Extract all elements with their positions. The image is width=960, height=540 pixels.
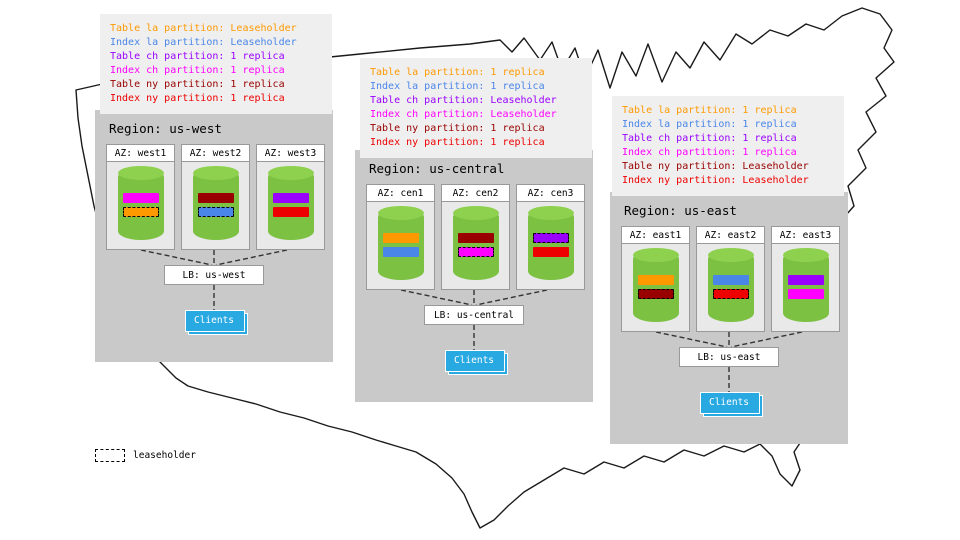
info-line: Table ny partition: Leaseholder bbox=[622, 161, 809, 172]
info-line: Table ch partition: 1 replica bbox=[622, 133, 797, 144]
info-line: Index la partition: 1 replica bbox=[370, 81, 545, 92]
info-line: Table la partition: Leaseholder bbox=[110, 23, 297, 34]
load-balancer: LB: us-west bbox=[164, 265, 264, 285]
info-line: Index ny partition: Leaseholder bbox=[622, 175, 809, 186]
info-line: Table ny partition: 1 replica bbox=[370, 123, 545, 134]
partition-bar-leaseholder bbox=[122, 207, 159, 217]
region-title: Region: us-west bbox=[109, 121, 222, 136]
az-label: AZ: east1 bbox=[622, 227, 689, 244]
partition-bar-leaseholder bbox=[532, 233, 569, 243]
info-line: Index ny partition: 1 replica bbox=[110, 93, 285, 104]
database-cylinder bbox=[267, 166, 314, 240]
partition-bar bbox=[272, 207, 309, 217]
az-row: AZ: cen1 AZ: cen2 bbox=[366, 184, 585, 290]
database-cylinder bbox=[452, 206, 499, 280]
clients-box: Clients bbox=[700, 392, 763, 417]
partition-bar bbox=[382, 233, 419, 243]
partition-bar bbox=[787, 289, 824, 299]
region-title: Region: us-east bbox=[624, 203, 737, 218]
database-cylinder bbox=[527, 206, 574, 280]
partition-bar bbox=[272, 193, 309, 203]
az-box: AZ: cen3 bbox=[516, 184, 585, 290]
az-row: AZ: east1 AZ: east2 bbox=[621, 226, 840, 332]
partition-bar bbox=[532, 247, 569, 257]
info-line: Index ch partition: 1 replica bbox=[110, 65, 285, 76]
az-label: AZ: cen1 bbox=[367, 185, 434, 202]
az-box: AZ: cen2 bbox=[441, 184, 510, 290]
partition-bar bbox=[122, 193, 159, 203]
clients-box: Clients bbox=[445, 350, 508, 375]
partition-bar bbox=[712, 275, 749, 285]
connector-lines bbox=[140, 249, 288, 310]
info-line: Index ch partition: Leaseholder bbox=[370, 109, 557, 120]
load-balancer: LB: us-east bbox=[679, 347, 779, 367]
leaseholder-legend: leaseholder bbox=[95, 449, 196, 462]
connector-lines bbox=[400, 289, 548, 350]
info-line: Index ny partition: 1 replica bbox=[370, 137, 545, 148]
database-cylinder bbox=[632, 248, 679, 322]
leaseholder-swatch-icon bbox=[95, 449, 125, 462]
az-row: AZ: west1 AZ: west2 bbox=[106, 144, 325, 250]
az-label: AZ: west1 bbox=[107, 145, 174, 162]
database-cylinder bbox=[707, 248, 754, 322]
az-box: AZ: east1 bbox=[621, 226, 690, 332]
az-box: AZ: east2 bbox=[696, 226, 765, 332]
partition-bar-leaseholder bbox=[637, 289, 674, 299]
az-label: AZ: east2 bbox=[697, 227, 764, 244]
info-line: Index la partition: Leaseholder bbox=[110, 37, 297, 48]
az-box: AZ: cen1 bbox=[366, 184, 435, 290]
region-panel-us-east: Region: us-east AZ: east1 bbox=[610, 192, 848, 444]
az-label: AZ: west3 bbox=[257, 145, 324, 162]
clients-box: Clients bbox=[185, 310, 248, 335]
partition-bar bbox=[637, 275, 674, 285]
partition-bar-leaseholder bbox=[197, 207, 234, 217]
az-label: AZ: cen2 bbox=[442, 185, 509, 202]
info-line: Table ch partition: Leaseholder bbox=[370, 95, 557, 106]
az-box: AZ: west2 bbox=[181, 144, 250, 250]
partition-bar bbox=[457, 233, 494, 243]
database-cylinder bbox=[117, 166, 164, 240]
az-label: AZ: west2 bbox=[182, 145, 249, 162]
az-label: AZ: east3 bbox=[772, 227, 839, 244]
info-line: Index ch partition: 1 replica bbox=[622, 147, 797, 158]
info-line: Table la partition: 1 replica bbox=[370, 67, 545, 78]
database-cylinder bbox=[782, 248, 829, 322]
info-line: Index la partition: 1 replica bbox=[622, 119, 797, 130]
az-label: AZ: cen3 bbox=[517, 185, 584, 202]
info-line: Table la partition: 1 replica bbox=[622, 105, 797, 116]
partition-bar-leaseholder bbox=[712, 289, 749, 299]
partition-bar bbox=[197, 193, 234, 203]
info-line: Table ny partition: 1 replica bbox=[110, 79, 285, 90]
az-box: AZ: west3 bbox=[256, 144, 325, 250]
region-title: Region: us-central bbox=[369, 161, 505, 176]
az-box: AZ: west1 bbox=[106, 144, 175, 250]
database-cylinder bbox=[377, 206, 424, 280]
partition-info-us-central: Table la partition: 1 replica Index la p… bbox=[360, 58, 592, 158]
partition-info-us-east: Table la partition: 1 replica Index la p… bbox=[612, 96, 844, 196]
az-box: AZ: east3 bbox=[771, 226, 840, 332]
partition-info-us-west: Table la partition: Leaseholder Index la… bbox=[100, 14, 332, 114]
partition-bar bbox=[382, 247, 419, 257]
load-balancer: LB: us-central bbox=[424, 305, 524, 325]
database-cylinder bbox=[192, 166, 239, 240]
region-panel-us-west: Region: us-west AZ: west1 bbox=[95, 110, 333, 362]
partition-bar-leaseholder bbox=[457, 247, 494, 257]
connector-lines bbox=[655, 331, 803, 392]
partition-bar bbox=[787, 275, 824, 285]
region-panel-us-central: Region: us-central AZ: cen1 bbox=[355, 150, 593, 402]
leaseholder-legend-label: leaseholder bbox=[133, 450, 196, 461]
info-line: Table ch partition: 1 replica bbox=[110, 51, 285, 62]
